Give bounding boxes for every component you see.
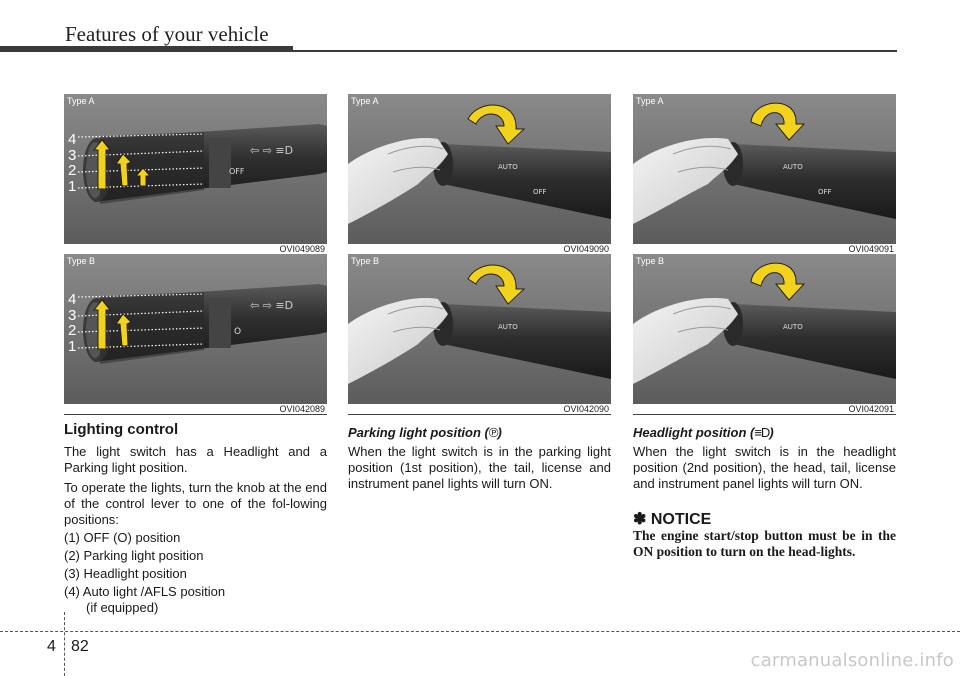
header-rule-thin — [293, 50, 897, 52]
section-heading: Lighting control — [64, 421, 179, 438]
lever-auto-mark: AUTO — [498, 323, 518, 331]
lever-number-2: 2 — [68, 162, 77, 179]
lighting-instruction: To operate the lights, turn the knob at … — [64, 480, 327, 527]
position-label: (1) OFF (O) position — [64, 530, 181, 545]
lever-off-mark: OFF — [533, 188, 547, 196]
headlight-icon: ≡D — [754, 425, 770, 440]
parking-light-icon: ℗ — [488, 425, 499, 440]
lever-number-3: 3 — [68, 306, 77, 324]
lever-position-numbers: 4 3 2 1 — [68, 292, 76, 354]
list-item: (4) Auto light /AFLS position (if equipp… — [64, 584, 327, 616]
svg-text:⇦ ⇨ ≡D: ⇦ ⇨ ≡D — [250, 299, 293, 312]
lever-auto-mark: AUTO — [498, 163, 518, 171]
lever-off-mark: OFF — [818, 188, 832, 196]
lever-number-4: 4 — [68, 291, 77, 308]
position-label: (3) Headlight position — [64, 566, 187, 581]
header-rule — [0, 46, 293, 52]
parking-light-section: Parking light position (℗) When the ligh… — [348, 425, 611, 492]
hand-turning-photo: AUTO — [633, 254, 896, 404]
lever-off-mark: OFF — [229, 167, 245, 176]
list-item: (1) OFF (O) position — [64, 530, 327, 546]
heading-text: Parking light position ( — [348, 425, 489, 440]
svg-text:⇦ ⇨ ≡D: ⇦ ⇨ ≡D — [250, 144, 293, 157]
section-number: 4 — [47, 638, 56, 655]
watermark: carmanualsonline.info — [750, 650, 954, 671]
page-header-title: Features of your vehicle — [65, 22, 269, 46]
figure-type-label: Type A — [351, 96, 379, 106]
heading-text: Headlight position ( — [633, 425, 755, 440]
figure-code: OVI042090 — [563, 404, 609, 414]
figure-type-label: Type B — [67, 256, 96, 266]
heading-text-suffix: ) — [497, 425, 502, 440]
parking-light-heading: Parking light position (℗) — [348, 425, 611, 441]
headlight-section: Headlight position (≡D) When the light s… — [633, 425, 896, 560]
lever-auto-mark: AUTO — [783, 163, 803, 171]
lever-number-1: 1 — [68, 177, 77, 195]
parking-light-body: When the light switch is in the parking … — [348, 444, 611, 491]
lever-number-2: 2 — [68, 322, 77, 339]
page-number: 82 — [71, 638, 89, 655]
lever-photo: O ⇦ ⇨ ≡D — [64, 254, 327, 404]
figure-type-label: Type A — [67, 96, 95, 106]
headlight-heading: Headlight position (≡D) — [633, 425, 896, 441]
lever-auto-mark: AUTO — [783, 323, 803, 331]
figure-code: OVI049091 — [848, 244, 894, 254]
headlight-body: When the light switch is in the headligh… — [633, 444, 896, 491]
hand-turning-photo: AUTO OFF — [348, 94, 611, 244]
figure-rule — [64, 414, 327, 415]
list-item: (3) Headlight position — [64, 566, 327, 582]
notice-box: ✽ NOTICE The engine start/stop button mu… — [633, 512, 896, 560]
figure-code: OVI049089 — [279, 244, 325, 254]
hand-turning-photo: AUTO OFF — [633, 94, 896, 244]
footer-divider — [64, 612, 65, 676]
lever-zero-mark: O — [234, 327, 241, 337]
footer-rule — [0, 631, 960, 632]
notice-title: ✽ NOTICE — [633, 511, 712, 528]
figure-type-label: Type B — [636, 256, 665, 266]
figure-type-label: Type B — [351, 256, 380, 266]
position-list: (1) OFF (O) position (2) Parking light p… — [64, 530, 327, 616]
lever-number-4: 4 — [68, 131, 77, 148]
position-label: (4) Auto light /AFLS position — [64, 584, 226, 599]
list-item: (2) Parking light position — [64, 548, 327, 564]
lever-number-1: 1 — [68, 337, 77, 355]
lever-position-numbers: 4 3 2 1 — [68, 132, 76, 194]
figure-rule — [633, 414, 896, 415]
hand-turning-photo: AUTO — [348, 254, 611, 404]
figure-code: OVI042091 — [848, 404, 894, 414]
heading-text-suffix: ) — [769, 425, 774, 440]
notice-body: The engine start/stop button must be in … — [633, 528, 896, 559]
lever-number-3: 3 — [68, 146, 77, 164]
position-label: (2) Parking light position — [64, 548, 204, 563]
figure-type-label: Type A — [636, 96, 664, 106]
figure-rule — [348, 414, 611, 415]
position-note: (if equipped) — [86, 600, 159, 615]
lighting-control-section: Lighting control The light switch has a … — [64, 422, 327, 618]
figure-code: OVI049090 — [563, 244, 609, 254]
lever-photo: OFF ⇦ ⇨ ≡D — [64, 94, 327, 244]
figure-code: OVI042089 — [279, 404, 325, 414]
lighting-intro: The light switch has a Headlight and a P… — [64, 444, 327, 475]
